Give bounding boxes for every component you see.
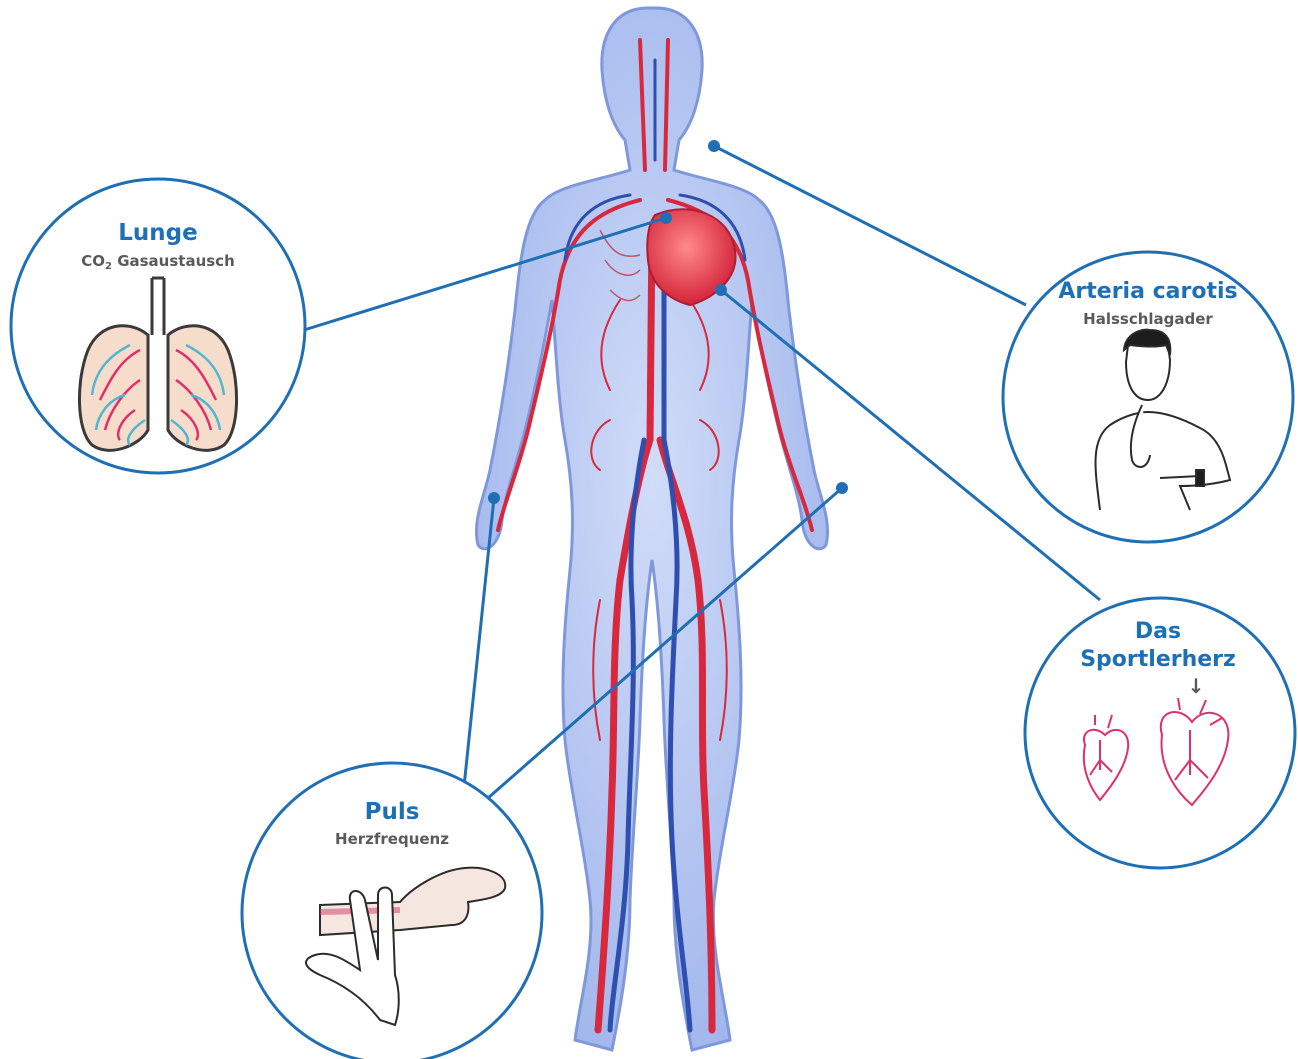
puls-title: Puls [365, 799, 420, 825]
callout-puls: Puls Herzfrequenz [242, 763, 542, 1059]
herz-arrow: ↓ [1188, 674, 1205, 698]
herz-title-line1: Das [1135, 619, 1181, 644]
herz-title-line2: Sportlerherz [1080, 647, 1236, 672]
puls-subtitle: Herzfrequenz [335, 830, 449, 848]
lunge-title: Lunge [118, 220, 197, 246]
callout-lunge: Lunge CO2 Gasaustausch [11, 179, 305, 473]
carotis-subtitle: Halsschlagader [1083, 310, 1213, 328]
callout-herz: Das Sportlerherz ↓ [1025, 598, 1295, 868]
callout-carotis: Arteria carotis Halsschlagader [1003, 252, 1293, 542]
lunge-subtitle: CO2 Gasaustausch [81, 252, 235, 272]
carotis-title: Arteria carotis [1058, 279, 1237, 304]
